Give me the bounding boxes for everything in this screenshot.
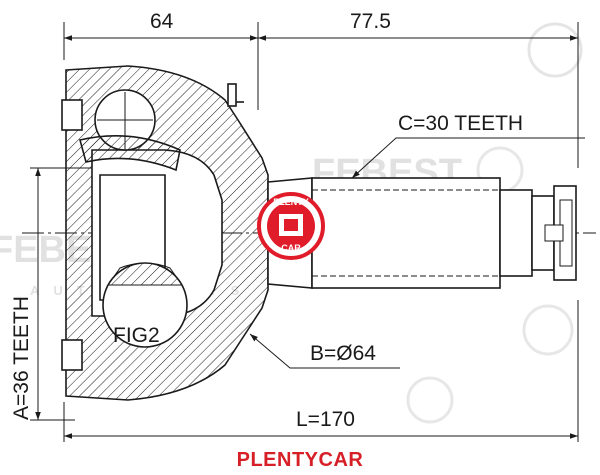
figure-label: FIG2 — [113, 324, 160, 347]
splined-shaft — [311, 177, 577, 289]
footer-brand: PLENTYCAR — [236, 449, 364, 471]
spline-teeth-label: C=30 TEETH — [398, 112, 523, 135]
cage — [79, 134, 181, 172]
plentycar-badge: PLENTY CAR — [257, 192, 325, 260]
leader-bell-diameter — [249, 333, 400, 369]
dim-total-length: L=170 — [296, 408, 355, 431]
dimension-lines — [35, 35, 578, 439]
groove — [61, 339, 83, 371]
watermark-ring — [406, 376, 454, 424]
boot-ring — [227, 83, 237, 107]
watermark-ring — [522, 304, 574, 356]
leader-lines — [249, 137, 585, 369]
bell-diameter-label: B=Ø64 — [310, 342, 376, 365]
badge-top-text: PLENTY — [273, 197, 309, 207]
fig2-callout: FIG2 — [102, 262, 188, 348]
bell-housing — [61, 65, 269, 401]
outer-teeth-label: A=36 TEETH — [10, 296, 33, 420]
dim-right-length: 77.5 — [350, 10, 391, 33]
groove — [61, 99, 83, 131]
dim-left-length: 64 — [150, 10, 174, 33]
badge-bottom-text: CAR — [281, 243, 301, 253]
watermark-ring — [527, 22, 583, 78]
leader-spline-teeth — [351, 137, 585, 179]
